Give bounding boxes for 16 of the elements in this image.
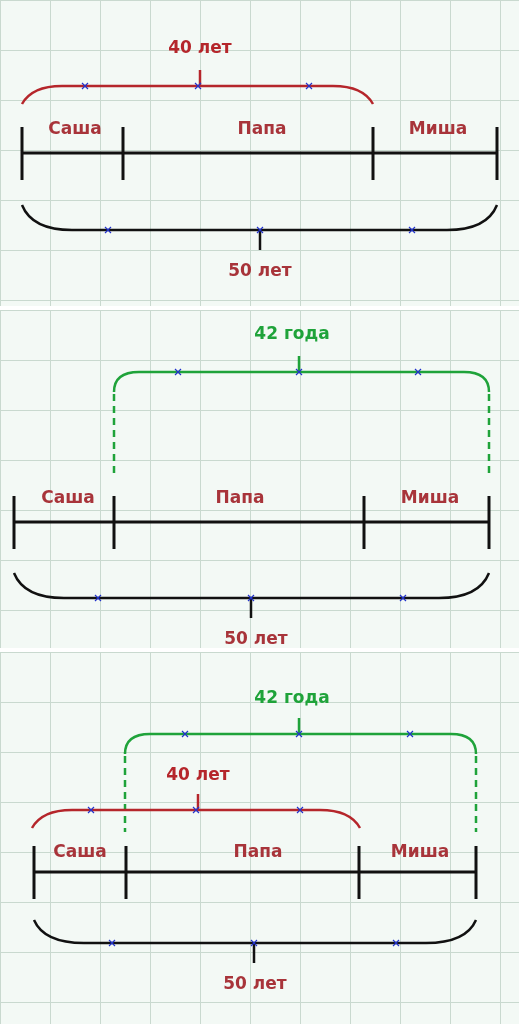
age-label: 50 лет <box>228 260 292 280</box>
age-label: 42 года <box>254 687 330 707</box>
segment-label: Папа <box>215 487 265 507</box>
segment-label: Миша <box>400 487 460 507</box>
age-label: 40 лет <box>166 764 230 784</box>
segment-label: Саша <box>53 841 107 861</box>
age-label: 50 лет <box>224 628 288 648</box>
segment-label: Саша <box>41 487 95 507</box>
segment-label: Миша <box>408 118 468 138</box>
segment-label: Миша <box>390 841 450 861</box>
age-label: 42 года <box>254 323 330 343</box>
segment-label: Папа <box>237 118 287 138</box>
age-label: 40 лет <box>168 37 232 57</box>
segment-label: Папа <box>233 841 283 861</box>
segment-label: Саша <box>48 118 102 138</box>
age-label: 50 лет <box>223 973 287 993</box>
